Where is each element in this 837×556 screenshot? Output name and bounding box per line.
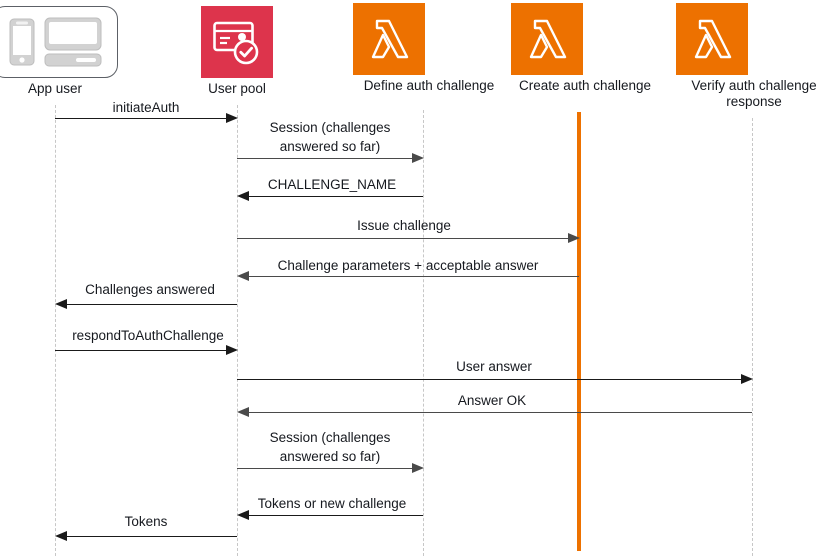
message-arrowhead xyxy=(412,152,424,163)
message-label: Issue challenge xyxy=(357,218,451,233)
message-arrowhead xyxy=(741,373,753,384)
message-line xyxy=(64,304,237,305)
desktop-icon xyxy=(44,17,101,67)
message-label: Session (challenges answered so far) xyxy=(269,430,391,464)
message-line xyxy=(237,238,570,239)
lambda-glyph-icon xyxy=(529,19,567,59)
message-line xyxy=(237,379,743,380)
message-line xyxy=(55,118,228,119)
participant-create-auth-challenge: Create auth challenge xyxy=(511,3,659,94)
message-label: Challenges answered xyxy=(85,282,215,297)
message-line xyxy=(55,350,228,351)
message-line xyxy=(237,468,414,469)
lambda-icon-box-verify xyxy=(676,3,832,75)
message-label: Answer OK xyxy=(457,393,527,408)
aws-lambda-icon xyxy=(353,3,425,75)
lifeline-user-pool xyxy=(237,105,238,556)
lifeline-app-user xyxy=(55,105,56,556)
message-arrowhead xyxy=(237,190,249,201)
message-label: Tokens or new challenge xyxy=(257,496,407,511)
message-line xyxy=(64,536,237,537)
message-arrowhead xyxy=(55,298,67,309)
participant-label-define-auth-challenge: Define auth challenge xyxy=(363,78,495,93)
message-line xyxy=(237,158,414,159)
participant-label-verify-auth-challenge-response: Verify auth challenge response xyxy=(691,78,817,109)
message-arrowhead xyxy=(412,462,424,473)
message-line xyxy=(246,412,752,413)
message-line xyxy=(246,276,579,277)
message-label: respondToAuthChallenge xyxy=(72,328,224,343)
message-arrowhead xyxy=(237,509,249,520)
lifeline-define-auth-challenge xyxy=(423,110,424,556)
participant-define-auth-challenge: Define auth challenge xyxy=(353,3,505,94)
message-arrowhead xyxy=(237,270,249,281)
message-arrowhead xyxy=(226,112,238,123)
lambda-glyph-icon xyxy=(694,19,732,59)
participant-label-create-auth-challenge: Create auth challenge xyxy=(518,78,652,93)
message-arrowhead xyxy=(568,232,580,243)
id-card-check-icon xyxy=(213,21,259,65)
lambda-icon-box-define xyxy=(353,3,505,75)
message-arrowhead xyxy=(55,530,67,541)
message-line xyxy=(246,196,423,197)
message-arrowhead xyxy=(237,406,249,417)
lifeline-create-auth-challenge xyxy=(577,112,581,551)
lambda-icon-box-create xyxy=(511,3,659,75)
lambda-glyph-icon xyxy=(371,19,409,59)
message-line xyxy=(246,515,423,516)
participant-user-pool: User pool xyxy=(201,6,273,97)
user-pool-icon-box xyxy=(201,6,273,78)
phone-icon xyxy=(9,18,34,66)
devices-icon xyxy=(0,6,118,78)
message-arrowhead xyxy=(226,344,238,355)
message-label: Challenge parameters + acceptable answer xyxy=(277,258,539,273)
aws-lambda-icon xyxy=(511,3,583,75)
lifeline-verify-auth-challenge-response xyxy=(752,118,753,556)
participant-app-user: App user xyxy=(0,6,118,97)
message-label: User answer xyxy=(456,359,532,374)
participant-verify-auth-challenge-response: Verify auth challenge response xyxy=(676,3,832,110)
devices-icon-box xyxy=(0,6,118,78)
participant-label-app-user: App user xyxy=(27,81,83,96)
message-label: CHALLENGE_NAME xyxy=(267,177,397,192)
message-label: initiateAuth xyxy=(112,100,180,115)
participant-label-user-pool: User pool xyxy=(208,81,266,96)
aws-lambda-icon xyxy=(676,3,748,75)
message-label: Session (challenges answered so far) xyxy=(269,120,391,154)
user-pool-id-card-icon xyxy=(201,6,273,78)
message-label: Tokens xyxy=(124,514,168,529)
